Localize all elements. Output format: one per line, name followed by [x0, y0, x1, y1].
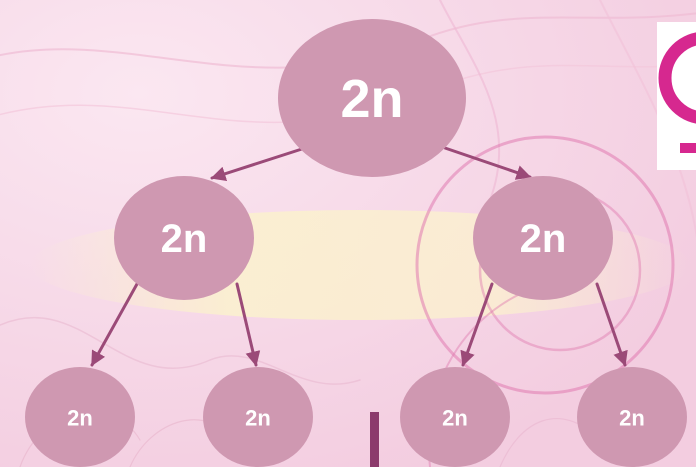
- node-leaf-2-cell: [203, 367, 313, 467]
- node-leaf-1: 2n: [25, 367, 135, 467]
- node-root: 2n: [278, 19, 466, 177]
- arrow-right-to-leaf-4: [595, 282, 628, 367]
- node-leaf-1-cell: [25, 367, 135, 467]
- node-right-child-cell: [473, 176, 613, 300]
- arrow-left-to-leaf-2: [235, 282, 261, 367]
- node-left-child-label: 2n: [161, 217, 208, 261]
- node-leaf-3-label: 2n: [442, 406, 468, 431]
- arrow-left-to-leaf-1: [90, 282, 139, 367]
- arrow-root-to-left: [210, 146, 307, 181]
- node-leaf-4-label: 2n: [619, 406, 645, 431]
- node-left-child-cell: [114, 176, 254, 300]
- node-root-cell: [278, 19, 466, 177]
- divider-line: [370, 412, 379, 467]
- logo: [657, 22, 696, 170]
- node-leaf-1-label: 2n: [67, 406, 93, 431]
- node-right-child: 2n: [473, 176, 613, 300]
- node-leaf-3-cell: [400, 367, 510, 467]
- node-leaf-4: 2n: [577, 367, 687, 467]
- arrow-right-to-leaf-3: [460, 282, 494, 367]
- node-leaf-3: 2n: [400, 367, 510, 467]
- node-right-child-label: 2n: [520, 217, 567, 261]
- node-leaf-4-cell: [577, 367, 687, 467]
- female-symbol-icon: [658, 32, 696, 153]
- arrow-root-to-right: [443, 146, 532, 180]
- node-leaf-2-label: 2n: [245, 406, 271, 431]
- node-left-child: 2n: [114, 176, 254, 300]
- node-root-label: 2n: [340, 69, 403, 129]
- node-leaf-2: 2n: [203, 367, 313, 467]
- arrows: [90, 146, 628, 367]
